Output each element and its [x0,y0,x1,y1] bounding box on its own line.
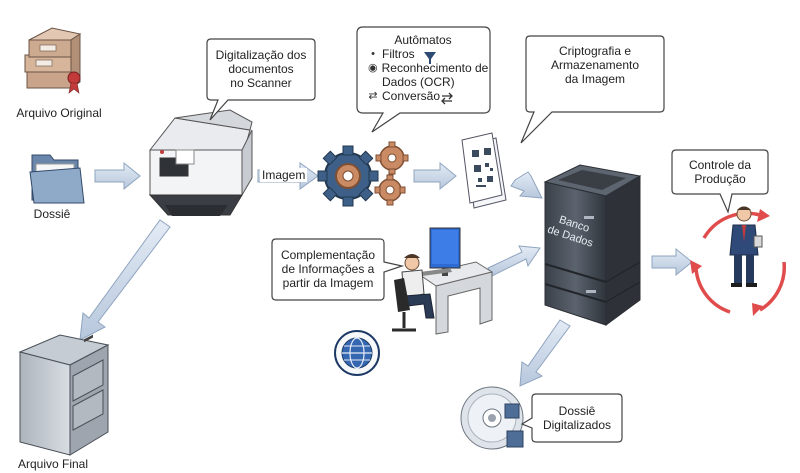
automatos-item-label: Reconhecimento de [381,61,489,75]
text-criptografia: Criptografia e Armazenamento da Imagem [526,44,664,86]
automatos-item-label: Conversão [382,89,441,103]
text-digitalizacao: Digitalização dos documentos no Scanner [207,48,315,90]
automatos-item-conversao: ⇄ Conversão [368,89,488,103]
text-controle: Controle da Produção [672,158,768,186]
bubble-complementacao [271,238,405,301]
text-dossie-digitalizados-line1: Dossiê [558,404,596,418]
automatos-title: Autômatos [394,33,452,47]
arrow-gears-to-doc [413,161,457,191]
cd-icon [460,386,524,450]
swap-icon: ⇄ [368,90,378,102]
arrow-dossie-to-scanner [94,161,141,191]
globe-icon [334,330,380,376]
label-arquivo-final: Arquivo Final [17,457,89,471]
convert-icon [441,92,453,105]
automatos-item-label: Filtros [382,47,415,61]
bubble-digitalizacao [206,38,316,121]
text-dossie-digitalizados-line2: Digitalizados [542,418,612,432]
text-criptografia-line1: Criptografia e [558,44,632,58]
server-icon [543,164,642,326]
gears-icon [317,141,409,207]
person-icon [729,206,763,287]
bubble-criptografia [520,35,665,144]
text-complementacao-line2: de Informações a [281,262,375,276]
workstation-icon [392,227,494,335]
text-criptografia-line3: da Imagem [564,72,626,86]
box-stack-icon [24,27,82,94]
arrow-server-to-controle [651,247,693,277]
text-digitalizacao-line2: documentos [228,62,294,76]
qr-document-icon [461,132,507,209]
automatos-item-ocr: ◉Reconhecimento de [368,61,488,75]
speech-bubbles [206,26,769,443]
text-complementacao-line3: partir da Imagem [282,276,374,290]
automatos-item-label: Dados (OCR) [382,75,455,89]
text-complementacao-line1: Complementação [280,248,376,262]
file-cabinet-icon [18,334,110,456]
automatos-item-filtros: • Filtros [368,47,488,61]
label-dossie: Dossiê [33,207,71,221]
label-flow-imagem: Imagem [260,168,308,182]
cycle-arrows-icon [690,209,787,316]
arrow-workstation-to-server [487,245,541,277]
text-digitalizacao-line3: no Scanner [230,76,292,90]
text-criptografia-line2: Armazenamento [550,58,640,72]
text-controle-line2: Produção [694,172,746,186]
text-controle-line1: Controle da [688,158,752,172]
arrow-doc-to-server [510,171,543,199]
text-digitalizacao-line1: Digitalização dos [215,48,307,62]
text-dossie-digitalizados: Dossiê Digitalizados [532,404,622,432]
bullet-icon: • [371,48,375,60]
automatos-item-ocr-cont: Dados (OCR) [368,75,488,89]
bubble-dossie-digitalizados [520,393,623,443]
text-automatos: Autômatos • Filtros ◉Reconhecimento de Da… [368,33,488,103]
bubble-automatos [356,26,491,133]
folder-icon [29,154,85,204]
arrow-scanner-to-final [79,219,171,341]
arrow-server-to-cd [519,319,571,387]
scanner-icon [148,109,253,216]
filter-icon [424,52,436,64]
text-complementacao: Complementação de Informações a partir d… [272,248,384,290]
label-arquivo-original: Arquivo Original [16,106,102,120]
flow-arrows [79,161,693,387]
target-icon: ◉ [368,62,378,74]
bubble-controle [671,149,769,214]
